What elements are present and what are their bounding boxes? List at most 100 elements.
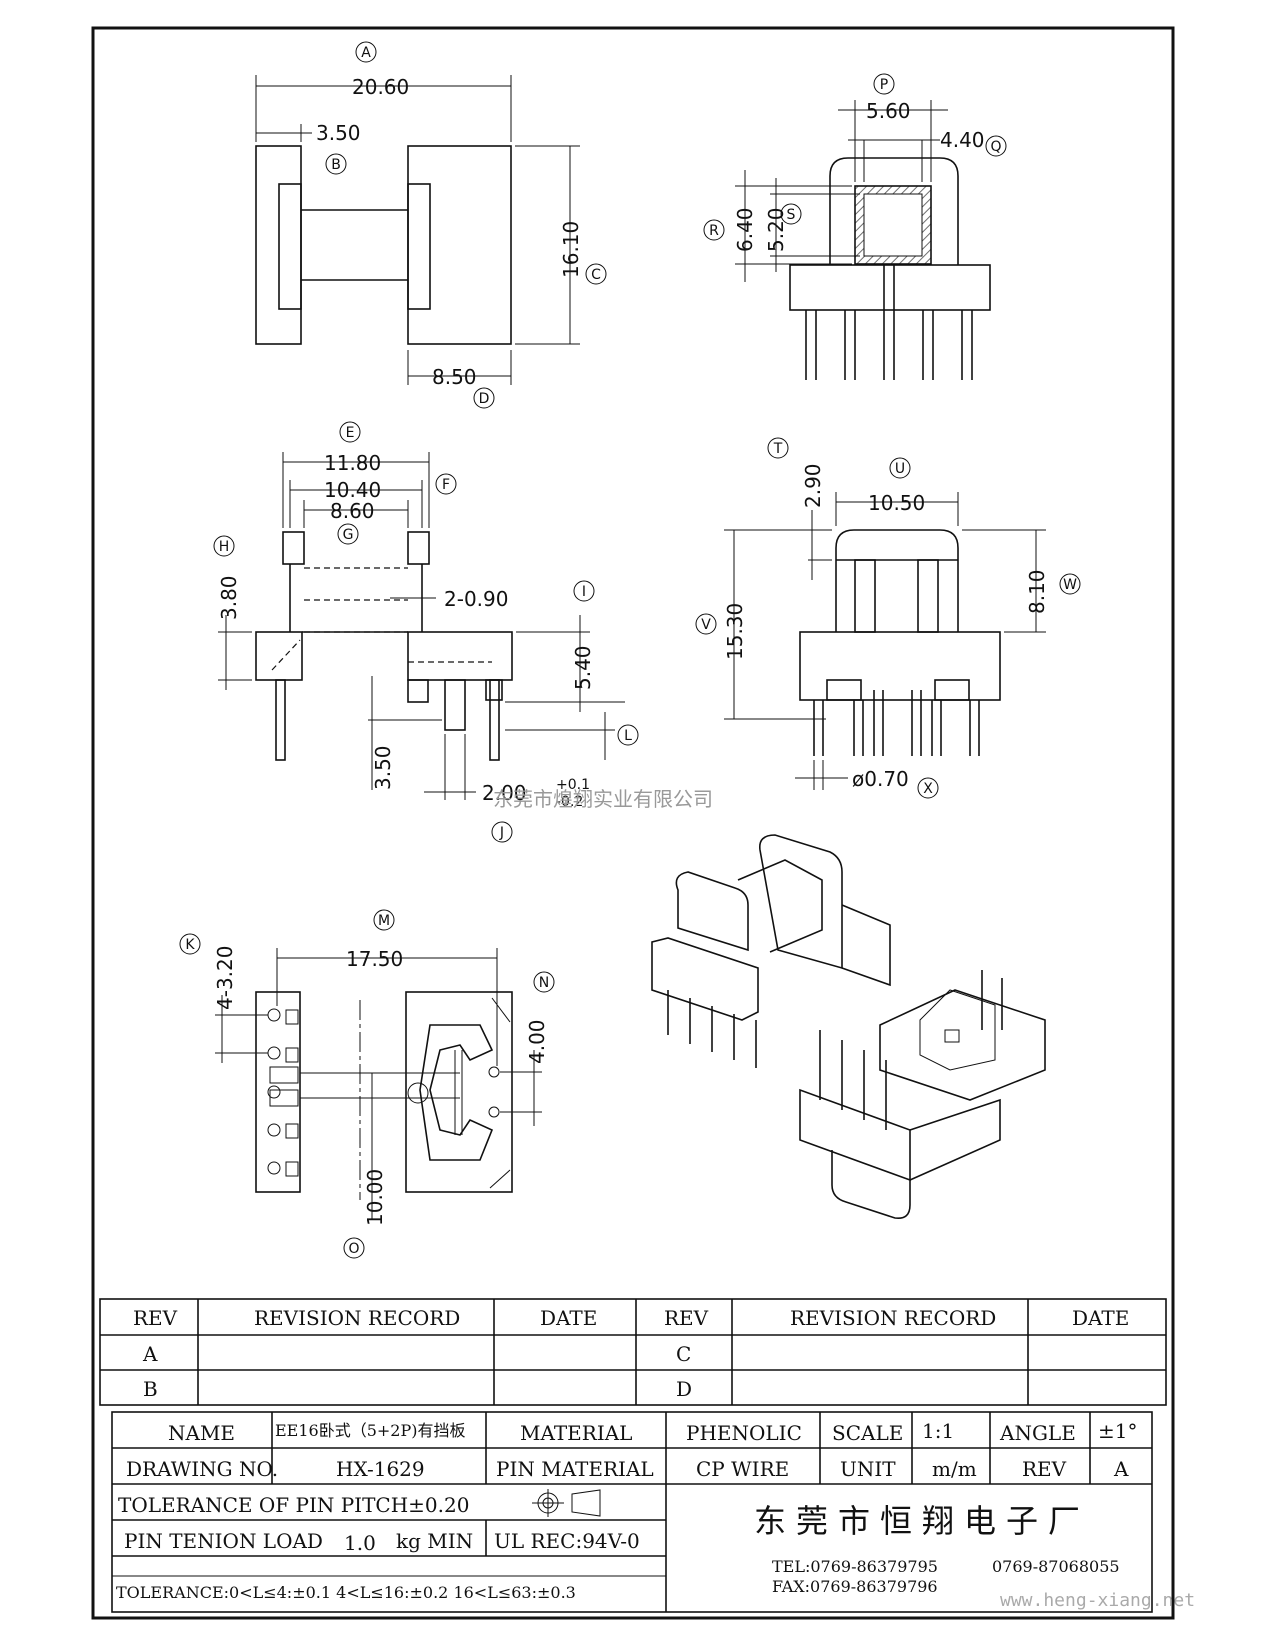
callout-circle-p [873,73,895,95]
dim-K-pitch: 5.40 [571,645,595,690]
dim-S: 5.20 [764,207,788,252]
tolerance-general: TOLERANCE:0<L≤4:±0.1 4<L≤16:±0.2 16<L≤63… [116,1583,576,1602]
pin-load-value: 1.0 [344,1531,376,1555]
dim-I: 2-0.90 [444,587,508,611]
rev-row-d: D [676,1377,692,1401]
pin-load-label: PIN TENION LOAD [124,1529,323,1553]
callout-circle-i [573,580,595,602]
tolerance-pitch: TOLERANCE OF PIN PITCH±0.20 [118,1493,469,1517]
callout-circle-h [213,535,235,557]
plan-view: 17.50 4-3.20 4.00 10.00 [213,946,549,1226]
callout-label-p: P [880,77,888,93]
dim-Q: 4.40 [940,128,985,152]
callout-circle-m [373,909,395,931]
dim-O: 10.00 [363,1169,387,1226]
callout-circle-l [617,724,639,746]
callout-label-n: N [539,975,549,991]
callout-label-e: E [346,425,355,441]
callout-circle-w [1059,573,1081,595]
callout-label-f: F [442,477,450,493]
dim-V: 15.30 [723,603,747,660]
callout-label-q: Q [990,139,1001,155]
callout-label-v: V [701,617,711,633]
material-label: MATERIAL [520,1421,632,1445]
callout-label-x: X [923,781,933,797]
dim-K: 4-3.20 [213,946,237,1010]
rev-row-b: B [143,1377,158,1401]
rev-row-c: C [676,1342,691,1366]
dim-R: 6.40 [733,207,757,252]
callout-label-r: R [709,223,719,239]
angle-label: ANGLE [999,1421,1076,1445]
callout-label-l: L [624,728,632,744]
pin-material-label: PIN MATERIAL [496,1457,654,1481]
dim-U: 10.50 [868,491,925,515]
scale-value: 1:1 [922,1419,954,1443]
dim-E: 11.80 [324,451,381,475]
callout-circle-c [585,263,607,285]
callout-circle-n [533,971,555,993]
unit-label: UNIT [840,1457,896,1481]
callout-label-j: J [499,825,504,841]
callout-label-o: O [348,1241,359,1257]
dim-M: 17.50 [346,947,403,971]
callout-label-k: K [185,937,195,953]
sheet-border [91,26,1175,1620]
callout-circle-t [767,437,789,459]
callout-circle-j [491,821,513,843]
callout-circle-o [343,1237,365,1259]
dim-J-tol-minus: -0.2 [556,794,583,810]
dim-H: 3.80 [217,575,241,620]
dim-T: 2.90 [801,463,825,508]
revision-record-header-2: REVISION RECORD [790,1306,996,1330]
watermark-text: 东莞市煌翔实业有限公司 [493,787,713,811]
callout-circle-r [703,219,725,241]
callout-label-w: W [1063,577,1077,593]
callout-circle-g [337,523,359,545]
callout-label-h: H [219,539,230,555]
dim-W: 8.10 [1025,569,1049,614]
callout-label-g: G [343,527,354,543]
callout-label-u: U [895,461,905,477]
callout-circle-s [780,203,802,225]
callout-circle-q [985,135,1007,157]
revision-table: REV REVISION RECORD DATE REV REVISION RE… [99,1298,1167,1406]
date-header-2: DATE [1072,1306,1129,1330]
callout-label-i: I [582,584,586,600]
rev-header-2: REV [664,1306,709,1330]
end-view: 2.90 10.50 15.30 8.10 ø0.70 [723,463,1049,791]
dim-D: 8.50 [432,365,477,389]
side-view: 5.60 4.40 6.40 5.20 [733,99,991,380]
company-tel: TEL:0769-86379795 [772,1557,938,1576]
drawing-no-label: DRAWING NO. [126,1457,278,1481]
callout-label-c: C [591,267,601,283]
callout-label-a: A [361,45,371,61]
dim-P: 5.60 [866,99,911,123]
company-fax: FAX:0769-86379796 [772,1577,938,1596]
callout-label-m: M [378,913,390,929]
company-name: 东莞市恒翔电子厂 [754,1502,1090,1540]
scale-label: SCALE [832,1421,903,1445]
website-watermark: www.heng-xiang.net [1000,1590,1195,1611]
dim-X: ø0.70 [852,767,909,791]
callout-label-s: S [787,207,796,223]
material-value: PHENOLIC [686,1421,802,1445]
rev-value: A [1113,1457,1129,1481]
date-header-1: DATE [540,1306,597,1330]
callout-label-b: B [331,157,341,173]
drawing-no-value: HX-1629 [336,1457,425,1481]
name-label: NAME [168,1421,235,1445]
pin-material-value: CP WIRE [696,1457,789,1481]
dim-J: 2.00 [482,781,527,805]
dim-L: 3.50 [371,745,395,790]
pin-load-unit: kg MIN [396,1529,473,1553]
isometric-view [651,834,1046,1220]
callout-circle-k [179,933,201,955]
revision-record-header-1: REVISION RECORD [254,1306,460,1330]
callout-label-t: T [773,441,783,457]
dim-J-tol-plus: +0.1 [556,777,590,793]
callout-circle-u [889,457,911,479]
callout-circle-b [325,153,347,175]
